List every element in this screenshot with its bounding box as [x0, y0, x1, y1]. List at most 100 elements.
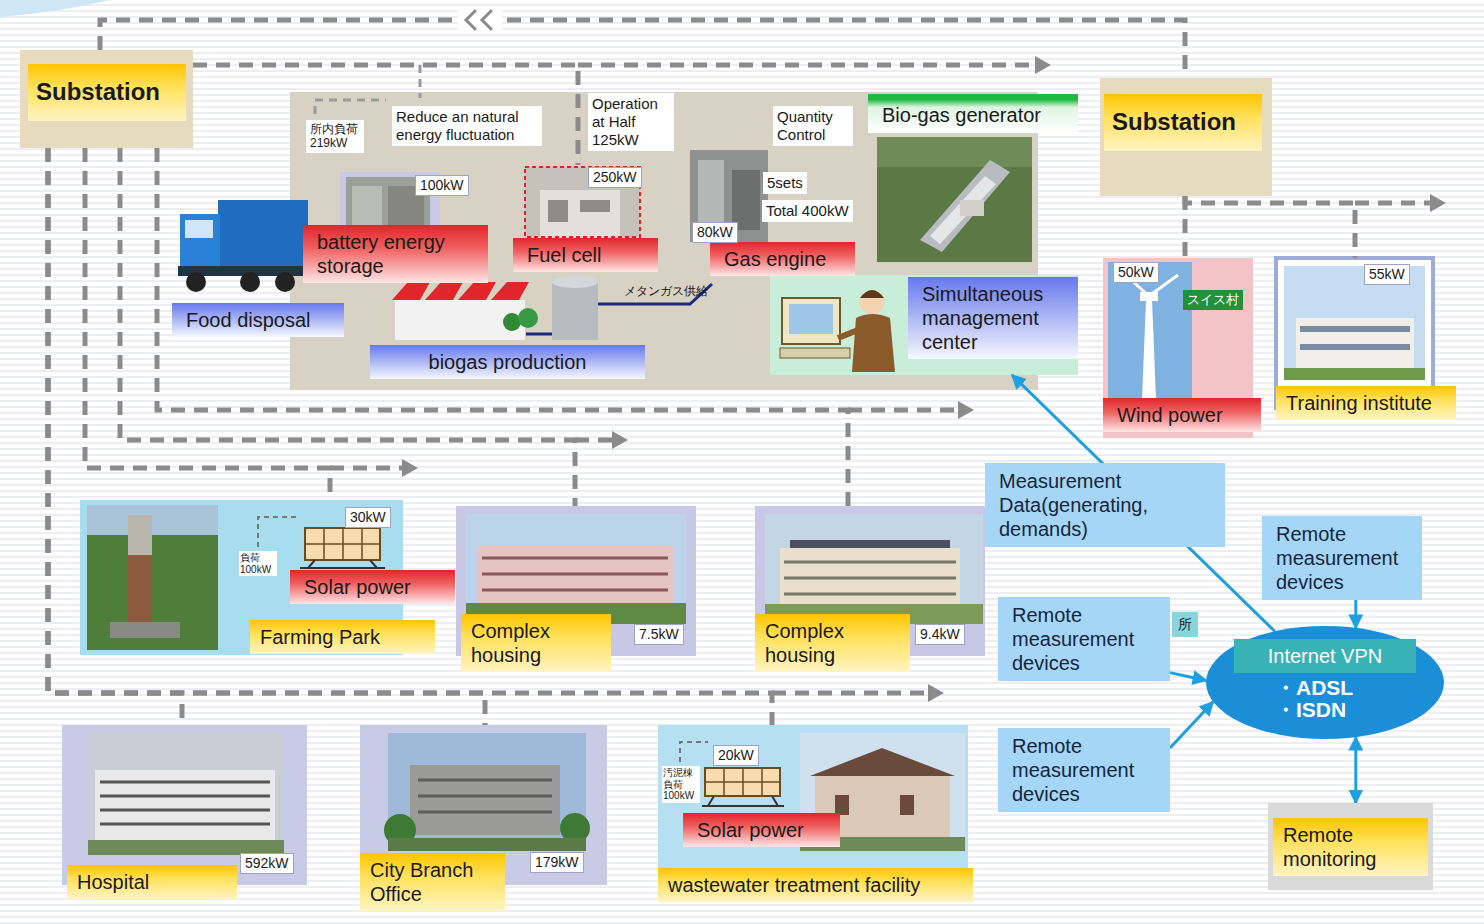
facility-panel: City Branch Office 179kW — [360, 725, 607, 913]
process-box: Food disposal — [172, 303, 344, 337]
node-text: Complex housing — [755, 614, 910, 672]
polygon-shape — [612, 431, 628, 449]
place-tag: スイス村 — [1183, 290, 1243, 310]
path-shape — [598, 284, 712, 304]
rect-shape — [540, 190, 620, 237]
rect-shape — [128, 515, 152, 627]
capacity-tag: 50kW — [1113, 262, 1159, 283]
data-arrow — [1170, 702, 1213, 748]
facility-panel: Farming Park30kWSolar power — [80, 500, 457, 655]
capacity-tag: 55kW — [1364, 264, 1410, 285]
rect-shape — [580, 200, 610, 212]
monitor-box: Remote monitoring — [1268, 803, 1433, 890]
facility-panel: Training institute55kW — [1276, 258, 1458, 422]
g-shape — [402, 56, 1446, 702]
network-ellipse: Internet VPN ・ADSL ・ISDN — [1205, 625, 1445, 740]
substation-box: Substation — [20, 50, 193, 148]
circle-shape — [518, 308, 538, 328]
rect-shape — [458, 8, 502, 32]
rect-shape — [180, 214, 220, 272]
rect-shape — [388, 838, 586, 851]
load-note: 所内負荷 219kW — [306, 120, 364, 153]
polygon-shape — [1035, 56, 1051, 74]
capacity-tag: 179kW — [530, 852, 584, 873]
device-box: Remote measurement devices — [998, 728, 1170, 812]
rect-shape — [1108, 262, 1192, 400]
data-arrow — [1170, 673, 1206, 681]
path-shape — [100, 782, 270, 824]
power-line — [48, 148, 772, 725]
node-text: 9.4kW — [915, 624, 965, 645]
node-text: Remote measurement devices — [1262, 516, 1422, 600]
ellipse-shape — [552, 276, 598, 288]
node-text: Reduce an natural energy fluctuation — [392, 106, 542, 146]
polygon-shape — [458, 282, 496, 300]
node-text: Substation — [1104, 94, 1262, 151]
path-shape — [702, 796, 784, 806]
node-text: Operation at Half 125kW — [588, 93, 674, 151]
node-text: Substation — [28, 64, 186, 121]
ellipse-fill — [1206, 626, 1444, 739]
path-shape — [315, 100, 386, 114]
circle-shape — [240, 272, 260, 292]
load-note: 汚泥棟 負荷 100kW — [662, 766, 700, 803]
power-line — [157, 148, 848, 506]
generator-panel: Wind power50kWスイス村 — [1103, 258, 1263, 438]
rect-shape — [110, 622, 180, 638]
rect-shape — [95, 770, 275, 840]
node-text: Fuel cell — [513, 238, 658, 272]
rect-shape — [770, 275, 1078, 375]
path-shape — [300, 560, 385, 568]
path-shape — [680, 742, 708, 762]
rect-shape — [388, 733, 586, 851]
rect-shape — [1296, 318, 1414, 370]
rect-shape — [410, 765, 560, 835]
node-text: Hospital — [67, 865, 237, 899]
device-box: Remote measurement devices — [998, 597, 1170, 681]
edge-label: Measurement Data(generating, demands) — [985, 463, 1225, 547]
rect-shape — [548, 200, 568, 222]
capacity-tag: 7.5kW — [634, 624, 684, 645]
rect-shape — [128, 515, 152, 555]
process-box: biogas production — [370, 345, 645, 379]
circle-shape — [186, 272, 206, 292]
node-text: ・ADSL ・ISDN — [1275, 677, 1375, 721]
control-center-panel: Simultaneous management center — [770, 275, 1078, 375]
facility-panel: wastewater treatment facility20kWSolar p… — [658, 725, 975, 904]
rect-shape — [698, 160, 724, 230]
path-shape — [578, 63, 1035, 68]
label-holder: 負荷 100kW — [239, 551, 277, 576]
node-text: 30kW — [345, 507, 391, 528]
node-text: 7.5kW — [634, 624, 684, 645]
node-text: 20kW — [713, 745, 759, 766]
note-box: Quantity Control — [773, 106, 853, 146]
node-text: Remote measurement devices — [998, 728, 1170, 812]
path-shape — [860, 290, 884, 298]
rect-shape — [1284, 368, 1425, 380]
device-box: Remote measurement devices — [1262, 516, 1422, 600]
path-shape — [772, 691, 928, 696]
rect-shape — [877, 137, 1032, 262]
node-text: Internet VPN — [1234, 639, 1416, 673]
node-text: City Branch Office — [360, 853, 505, 911]
text-fragment: 所 — [1172, 612, 1198, 637]
rect-shape — [780, 548, 960, 604]
node-text: Remote monitoring — [1273, 818, 1428, 876]
capacity-tag: 30kW — [345, 507, 391, 528]
rect-shape — [835, 795, 849, 815]
facility-panel: Hospital592kW — [62, 725, 307, 901]
substation-box: Substation — [1100, 78, 1272, 196]
polygon-shape — [425, 282, 463, 300]
capacity-tag: 9.4kW — [915, 624, 965, 645]
rect-shape — [466, 514, 686, 624]
capacity-tag: 592kW — [240, 853, 294, 874]
node-text: 100kW — [415, 175, 469, 196]
data-arrow — [1354, 737, 1357, 803]
path-shape — [305, 528, 380, 560]
rect-shape — [960, 200, 984, 216]
generator-label: Solar power — [290, 570, 455, 604]
path-shape — [258, 517, 298, 547]
node-text: Bio-gas generator — [868, 94, 1078, 133]
polygon-shape — [1430, 194, 1446, 212]
